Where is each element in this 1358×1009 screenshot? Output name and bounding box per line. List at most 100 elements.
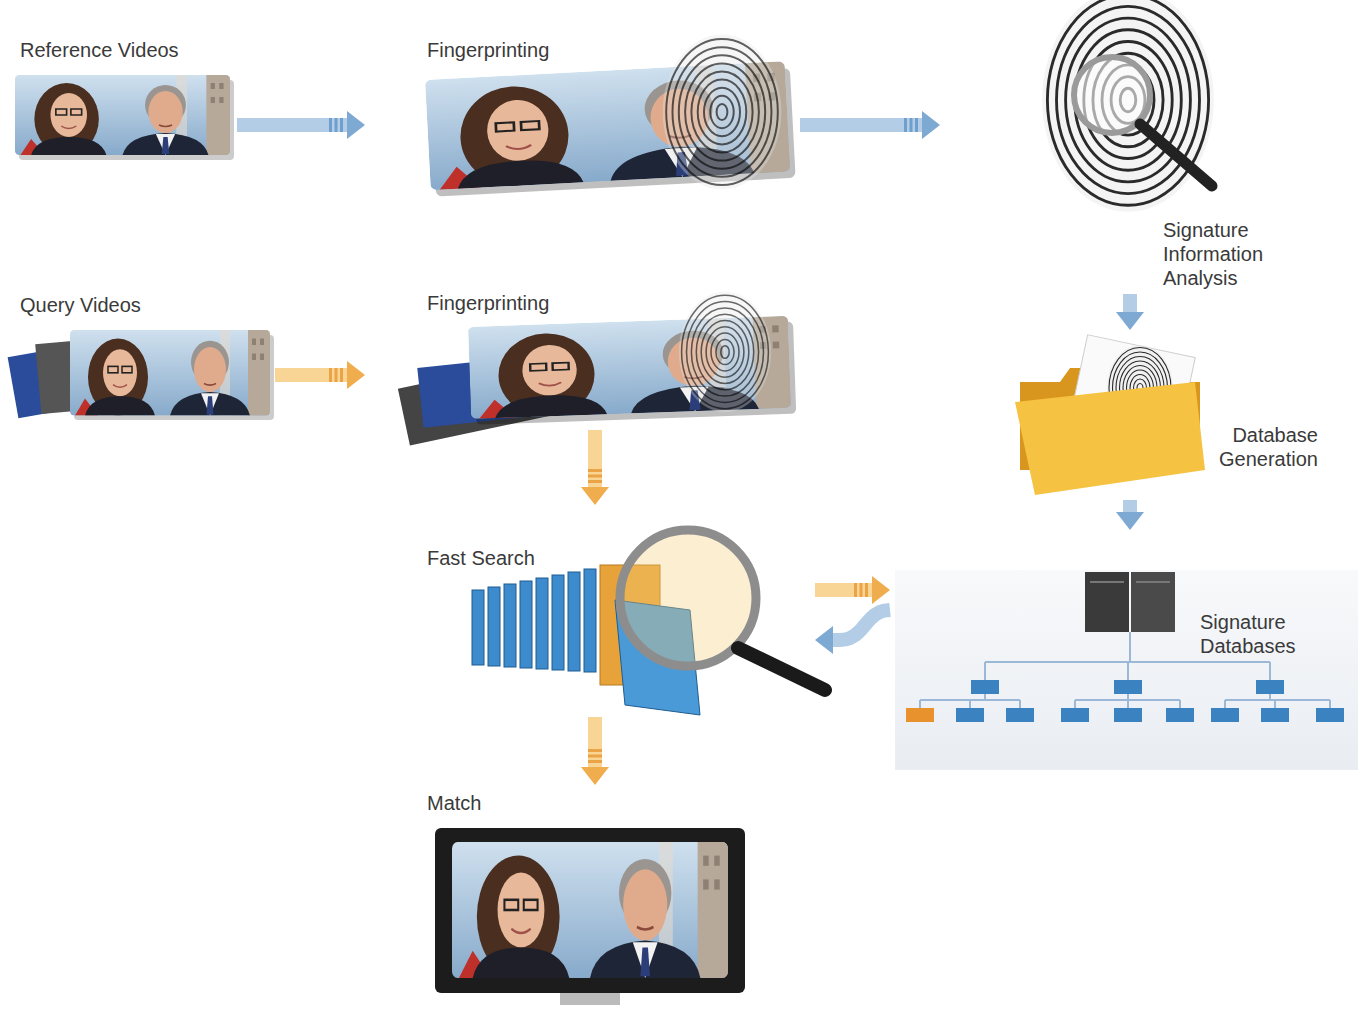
signature-database-tree xyxy=(1114,708,1142,722)
arrowhead xyxy=(581,767,609,785)
arrow-band xyxy=(815,583,872,597)
illustrated-step: Query Videos xyxy=(10,288,275,418)
signature-database-tree xyxy=(1090,581,1124,583)
signature-database-tree xyxy=(1316,708,1344,722)
signature-database-tree xyxy=(984,662,986,680)
fast-search-folders xyxy=(488,587,500,666)
signature-database-tree xyxy=(1074,700,1076,708)
fingerprinting-illustration xyxy=(679,292,771,412)
flow-arrow xyxy=(800,111,940,139)
signature-database-tree xyxy=(1225,699,1330,701)
signature-database-tree xyxy=(895,570,1358,770)
fingerprint-magnifier xyxy=(1140,124,1212,186)
illustrated-step: Signature Information Analysis xyxy=(940,5,1325,294)
flow-arrow xyxy=(275,361,365,389)
arrow-band xyxy=(800,118,922,132)
arrowhead xyxy=(922,111,940,139)
step-label: Reference Videos xyxy=(20,38,179,62)
arrowhead xyxy=(347,361,365,389)
arrowhead xyxy=(581,487,609,505)
signature-database-tree xyxy=(1114,680,1142,694)
flow-arrow xyxy=(815,576,890,604)
tv-monitor xyxy=(435,828,745,993)
fingerprinting-illustration xyxy=(679,292,771,412)
fast-search-folders xyxy=(584,569,596,672)
signature-database-tree xyxy=(1127,700,1129,708)
arrow-band xyxy=(237,118,347,132)
arrowhead xyxy=(872,576,890,604)
step-label: Match xyxy=(427,791,481,815)
signature-database-tree xyxy=(1224,700,1226,708)
illustrated-step: Reference Videos xyxy=(12,35,237,160)
arrow-band xyxy=(588,717,602,767)
signature-database-tree xyxy=(895,570,1358,770)
illustrated-step: Fingerprinting xyxy=(365,286,795,430)
fast-search-folders xyxy=(738,648,825,690)
step-label: Database Generation xyxy=(1173,423,1318,471)
fingerprinting-illustration xyxy=(398,292,796,446)
illustrated-step: Signature Databases xyxy=(890,530,1355,770)
arrow-stripes xyxy=(588,469,602,485)
arrow-stripes xyxy=(588,749,602,765)
arrow-stripes xyxy=(854,583,870,597)
reference-video-thumbnail xyxy=(15,75,234,160)
fingerprint-magnifier xyxy=(1042,0,1214,212)
query-video-stack xyxy=(70,330,270,416)
signature-database-tree xyxy=(1061,708,1089,722)
signature-database-tree xyxy=(1166,708,1194,722)
reference-video-thumbnail xyxy=(15,75,230,155)
fingerprinting-illustration xyxy=(663,35,782,190)
signature-database-tree xyxy=(906,708,934,722)
signature-database-tree xyxy=(1274,700,1276,708)
flow-arrow xyxy=(581,717,609,785)
arrowhead xyxy=(815,626,833,654)
flow-arrow xyxy=(1116,500,1144,530)
flow-arrow xyxy=(581,430,609,505)
query-video-stack xyxy=(8,330,274,420)
step-label: Signature Information Analysis xyxy=(1163,218,1313,290)
fingerprinting-illustration xyxy=(425,35,796,197)
signature-database-tree xyxy=(956,708,984,722)
fingerprint-magnifier xyxy=(1042,0,1214,212)
signature-database-tree xyxy=(1179,700,1181,708)
database-folder xyxy=(1015,335,1205,495)
arrow-stripes xyxy=(329,368,345,382)
fast-search-folders xyxy=(568,572,580,671)
fingerprinting-illustration xyxy=(663,35,782,190)
arrow-stripes xyxy=(329,118,345,132)
signature-database-tree xyxy=(1269,662,1271,680)
illustrated-step: Database Generation xyxy=(1005,330,1325,500)
signature-database-tree xyxy=(919,700,921,708)
fast-search-folders xyxy=(520,581,532,668)
signature-database-tree xyxy=(971,680,999,694)
arrowhead xyxy=(1116,312,1144,330)
signature-database-tree xyxy=(906,680,1344,722)
illustrated-step: Fast Search xyxy=(420,505,815,717)
arrow-band xyxy=(1123,500,1137,512)
fast-search-folders xyxy=(552,575,564,670)
step-label: Fingerprinting xyxy=(427,291,549,315)
arrowhead xyxy=(1116,512,1144,530)
tv-monitor xyxy=(560,993,620,1005)
flow-arrow xyxy=(237,111,365,139)
step-label: Fast Search xyxy=(427,546,535,570)
signature-database-tree xyxy=(1261,708,1289,722)
arrow-band xyxy=(588,430,602,487)
tv-monitor xyxy=(452,842,728,978)
signature-database-tree xyxy=(1006,708,1034,722)
signature-database-tree xyxy=(1085,572,1129,632)
illustrated-step: Fingerprinting xyxy=(365,35,800,200)
arrowhead xyxy=(347,111,365,139)
signature-database-tree xyxy=(1211,708,1239,722)
fingerprint-magnifier xyxy=(1042,0,1214,212)
arrow-band xyxy=(275,368,347,382)
fast-search-folders xyxy=(472,590,484,665)
signature-database-tree xyxy=(1129,632,1131,662)
signature-database-tree xyxy=(1136,581,1170,583)
fast-search-folders xyxy=(504,584,516,667)
flow-arrow xyxy=(815,610,890,654)
signature-database-tree xyxy=(1019,700,1021,708)
